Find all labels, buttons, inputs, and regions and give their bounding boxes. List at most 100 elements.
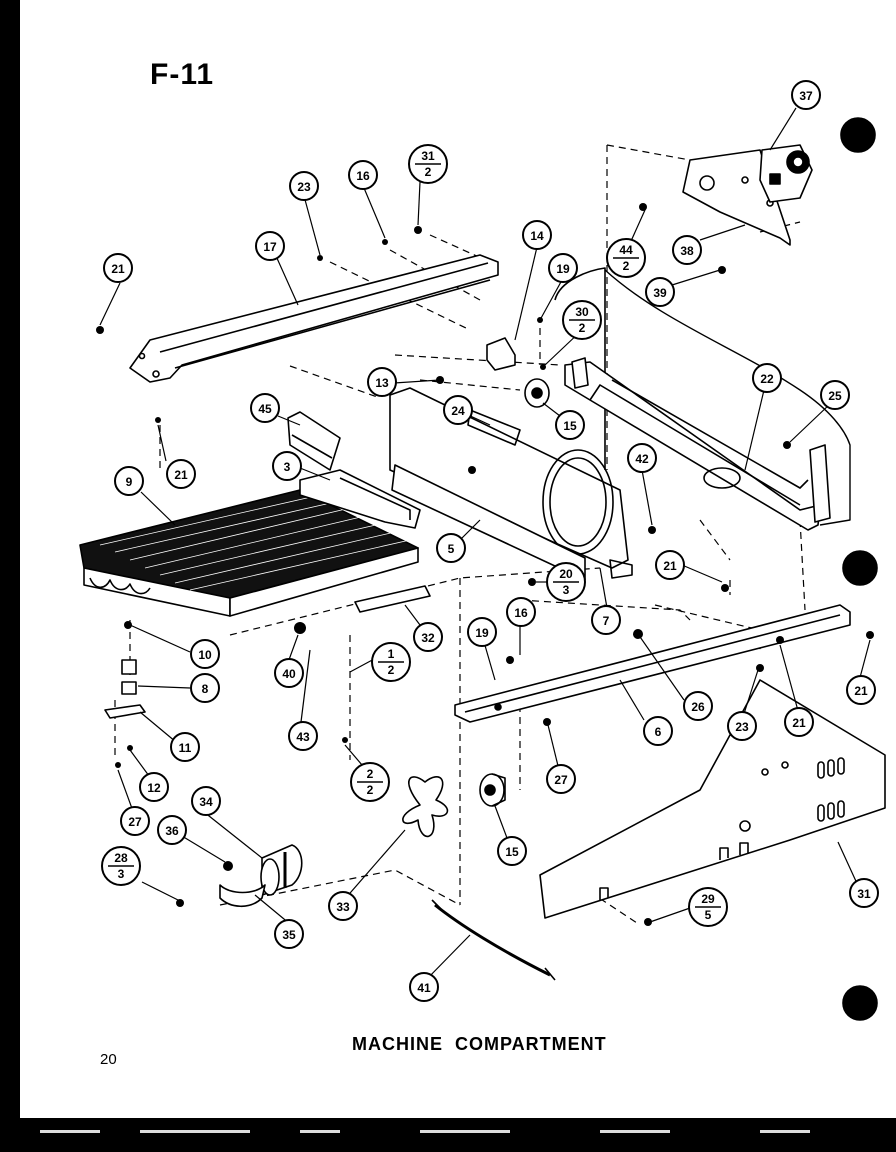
callout-number: 9 bbox=[126, 475, 133, 489]
part-callout-21a: 21 bbox=[103, 253, 133, 283]
part-callout-9: 9 bbox=[114, 466, 144, 496]
cabinet-wall bbox=[554, 267, 606, 470]
callout-number: 34 bbox=[199, 795, 213, 809]
callout-number: 38 bbox=[680, 244, 694, 258]
binder-hole bbox=[842, 550, 878, 586]
part-callout-8: 8 bbox=[190, 673, 220, 703]
callout-number: 30 bbox=[575, 305, 589, 319]
callout-number: 10 bbox=[198, 648, 212, 662]
callout-number: 22 bbox=[760, 372, 774, 386]
part-callout-2-2: 22 bbox=[350, 762, 390, 802]
part-callout-30-2: 302 bbox=[562, 300, 602, 340]
guard-plate bbox=[299, 469, 421, 529]
part-callout-3: 3 bbox=[272, 451, 302, 481]
callout-number: 45 bbox=[258, 402, 272, 416]
part-callout-15a: 15 bbox=[555, 410, 585, 440]
part-callout-35: 35 bbox=[274, 919, 304, 949]
callout-number: 2 bbox=[367, 783, 374, 797]
callout-number: 2 bbox=[388, 663, 395, 677]
part-callout-39: 39 bbox=[645, 277, 675, 307]
callout-number: 21 bbox=[111, 262, 125, 276]
part-callout-21e: 21 bbox=[846, 675, 876, 705]
callout-number: 21 bbox=[792, 716, 806, 730]
binder-hole bbox=[842, 985, 878, 1021]
part-callout-27b: 27 bbox=[546, 764, 576, 794]
callout-number: 2 bbox=[579, 321, 586, 335]
part-callout-28-3: 283 bbox=[101, 846, 141, 886]
part-callout-33: 33 bbox=[328, 891, 358, 921]
part-callout-14: 14 bbox=[522, 220, 552, 250]
part-callout-23b: 23 bbox=[727, 711, 757, 741]
callout-number: 27 bbox=[554, 773, 568, 787]
callout-number: 3 bbox=[118, 867, 125, 881]
part-callout-6: 6 bbox=[643, 716, 673, 746]
part-callout-41: 41 bbox=[409, 972, 439, 1002]
screws bbox=[96, 203, 874, 926]
base-tray bbox=[564, 361, 831, 531]
callout-number: 2 bbox=[623, 259, 630, 273]
callout-number: 41 bbox=[417, 981, 431, 995]
fan-shroud bbox=[389, 387, 633, 581]
part-callout-1-2: 12 bbox=[371, 642, 411, 682]
callout-number: 20 bbox=[559, 567, 573, 581]
part-callout-43: 43 bbox=[288, 721, 318, 751]
drain-tube bbox=[354, 585, 431, 613]
part-callout-37: 37 bbox=[791, 80, 821, 110]
scan-edge-strip bbox=[0, 1118, 896, 1152]
callout-number: 37 bbox=[799, 89, 813, 103]
foot bbox=[121, 659, 137, 675]
part-callout-11: 11 bbox=[170, 732, 200, 762]
part-callout-26: 26 bbox=[683, 691, 713, 721]
callout-number: 8 bbox=[202, 682, 209, 696]
part-callout-32: 32 bbox=[413, 622, 443, 652]
front-rail bbox=[454, 604, 851, 723]
callout-number: 12 bbox=[147, 781, 161, 795]
callout-number: 13 bbox=[375, 376, 389, 390]
callout-number: 19 bbox=[475, 626, 489, 640]
callout-number: 23 bbox=[297, 180, 311, 194]
part-callout-34: 34 bbox=[191, 786, 221, 816]
callout-number: 6 bbox=[655, 725, 662, 739]
part-callout-13: 13 bbox=[367, 367, 397, 397]
part-callout-23a: 23 bbox=[289, 171, 319, 201]
part-callout-31-2: 312 bbox=[408, 144, 448, 184]
callout-number: 15 bbox=[505, 845, 519, 859]
leader-lines bbox=[99, 107, 871, 983]
callout-number: 42 bbox=[635, 452, 649, 466]
callout-number: 2 bbox=[367, 767, 374, 781]
page-title: F-11 bbox=[150, 58, 215, 91]
part-callout-22: 22 bbox=[752, 363, 782, 393]
callout-number: 29 bbox=[701, 892, 715, 906]
callout-number: 14 bbox=[530, 229, 544, 243]
part-callout-25: 25 bbox=[820, 380, 850, 410]
callout-number: 28 bbox=[114, 851, 128, 865]
small-panel bbox=[287, 411, 341, 471]
defrost-timer bbox=[759, 144, 813, 203]
part-callout-42: 42 bbox=[627, 443, 657, 473]
part-callout-44-2: 442 bbox=[606, 238, 646, 278]
callout-number: 44 bbox=[619, 243, 633, 257]
callout-number: 43 bbox=[296, 730, 310, 744]
part-callout-12: 12 bbox=[139, 772, 169, 802]
motor-15b bbox=[479, 773, 506, 807]
part-callout-19a: 19 bbox=[548, 253, 578, 283]
callout-number: 32 bbox=[421, 631, 435, 645]
part-callout-24: 24 bbox=[443, 395, 473, 425]
part-callout-5: 5 bbox=[436, 533, 466, 563]
page-number: 20 bbox=[100, 1051, 117, 1068]
part-callout-10: 10 bbox=[190, 639, 220, 669]
callout-number: 40 bbox=[282, 667, 296, 681]
callout-number: 25 bbox=[828, 389, 842, 403]
part-callout-15b: 15 bbox=[497, 836, 527, 866]
callout-number: 2 bbox=[425, 165, 432, 179]
callout-number: 31 bbox=[421, 149, 435, 163]
part-callout-19b: 19 bbox=[467, 617, 497, 647]
callout-number: 16 bbox=[356, 169, 370, 183]
callout-number: 11 bbox=[179, 741, 192, 755]
part-callout-21d: 21 bbox=[784, 707, 814, 737]
callout-number: 33 bbox=[336, 900, 350, 914]
switch-block bbox=[486, 337, 516, 371]
part-callout-16b: 16 bbox=[506, 597, 536, 627]
power-cord bbox=[434, 903, 551, 977]
